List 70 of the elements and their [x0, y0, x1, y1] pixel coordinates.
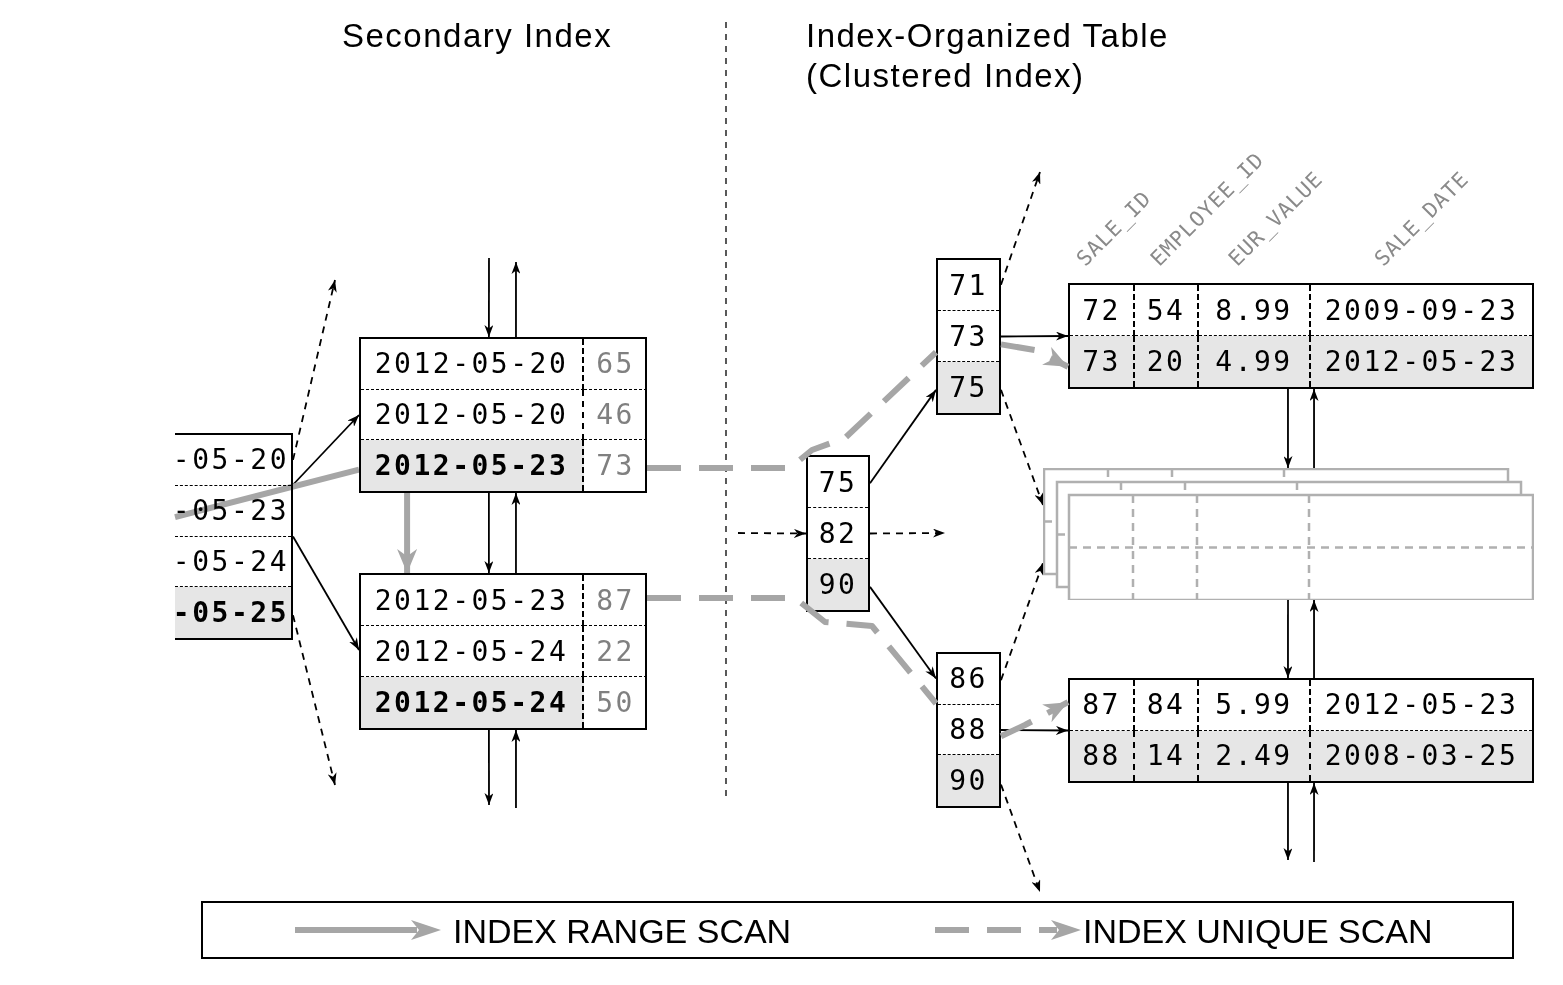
index-block	[936, 652, 1001, 808]
cell-value: 46	[584, 389, 647, 441]
index-block	[936, 258, 1001, 415]
cell-value: 75	[808, 457, 868, 508]
cell-value: 90	[938, 755, 999, 806]
cell-value: 2012-05-23	[361, 440, 584, 491]
arrow	[484, 729, 494, 806]
cell-value: 73	[595, 448, 636, 485]
cell-value: 75	[938, 362, 999, 413]
cell-value: 2.49	[1199, 730, 1311, 781]
legend-label: INDEX UNIQUE SCAN	[1083, 911, 1433, 951]
table-rows-block	[1068, 283, 1534, 389]
scan-path-arrow	[1000, 341, 1070, 370]
cell-value: 20	[1135, 336, 1199, 387]
arrow	[511, 729, 521, 809]
cell-value: -05-20	[175, 435, 291, 486]
section-heading: Index-Organized Table (Clustered Index)	[806, 16, 1170, 96]
cell-value: 2012-05-23	[1311, 336, 1532, 387]
arrow	[511, 261, 521, 338]
arrow	[292, 535, 360, 651]
arrow	[737, 528, 807, 538]
cell-value: 86	[938, 654, 999, 705]
scan-path-arrow	[397, 493, 418, 573]
arrow	[1283, 388, 1293, 469]
arrow	[292, 414, 360, 486]
cell-value: 50	[595, 685, 636, 721]
arrow	[1309, 599, 1319, 679]
section-heading: Secondary Index	[342, 16, 614, 56]
cell-value: 88	[1070, 730, 1135, 781]
cell-value: 2012-05-20	[361, 339, 584, 390]
cell-value: 2008-03-25	[1311, 730, 1532, 781]
arrow	[292, 279, 337, 461]
scan-path-arrow	[999, 699, 1070, 739]
arrow	[1000, 331, 1069, 341]
arrow	[292, 614, 337, 786]
cell-value: -05-23	[175, 485, 291, 537]
arrow	[1309, 782, 1319, 863]
cell-value: 2012-05-24	[361, 677, 584, 728]
index-leaf-block	[359, 337, 647, 493]
legend-label: INDEX RANGE SCAN	[453, 911, 792, 951]
cell-value: 2012-05-23	[361, 575, 584, 626]
cell-value: 87	[584, 575, 647, 626]
index-block	[806, 455, 870, 612]
arrow	[1309, 388, 1319, 469]
arrow	[511, 492, 521, 574]
cell-value: 73	[1070, 336, 1135, 387]
arrow	[1000, 389, 1044, 506]
arrow	[484, 257, 494, 338]
table-rows-block	[1068, 678, 1534, 783]
arrow	[484, 492, 494, 574]
arrow	[869, 586, 937, 680]
cell-value: 2012-05-23	[1311, 680, 1532, 731]
arrow	[1283, 782, 1293, 861]
cell-value: 22	[584, 626, 647, 677]
cell-value: 14	[1135, 730, 1199, 781]
cell-value: 90	[808, 559, 868, 610]
stacked-rows-drawing	[1043, 468, 1534, 600]
arrow	[1000, 725, 1069, 735]
arrow	[869, 389, 937, 485]
index-block	[175, 433, 293, 640]
arrow	[1000, 783, 1041, 893]
arrow	[1000, 171, 1041, 286]
arrow	[1000, 562, 1044, 681]
arrow	[869, 528, 946, 538]
cell-value: -05-25	[175, 587, 291, 638]
cell-value: 65	[584, 339, 647, 390]
index-leaf-block	[359, 573, 647, 730]
cell-value: 71	[938, 260, 999, 311]
arrow	[1283, 599, 1293, 679]
cell-value: 4.99	[1199, 336, 1311, 387]
